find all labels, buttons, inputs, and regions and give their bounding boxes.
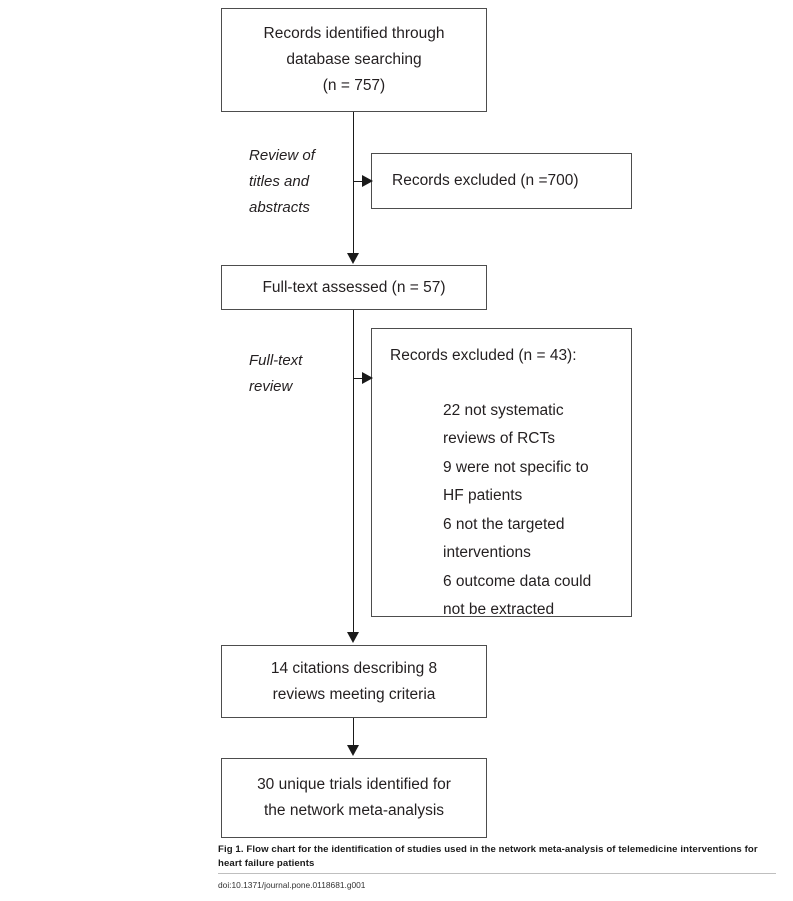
excluded-reason-line: HF patients	[443, 487, 523, 504]
excluded-reason-line: reviews of RCTs	[443, 430, 555, 447]
excluded-reason-line: 22 not systematic	[443, 401, 564, 419]
connector-identified-to-fulltext	[353, 112, 354, 255]
node-line: Records identified through	[263, 25, 445, 42]
node-records-identified: Records identified through database sear…	[221, 8, 487, 112]
stage-label-line: review	[249, 378, 293, 395]
stage-label-line: Review of	[249, 147, 315, 164]
connector-citations-to-trials	[353, 718, 354, 747]
connector-branch-fulltext-review	[353, 378, 365, 379]
node-citations-reviews: 14 citations describing 8 reviews meetin…	[221, 645, 487, 718]
arrowhead-down-icon	[347, 253, 359, 264]
figure-doi: doi:10.1371/journal.pone.0118681.g001	[218, 880, 366, 890]
arrowhead-right-icon	[362, 175, 373, 187]
node-records-excluded-fulltext: Records excluded (n = 43): 22 not system…	[371, 328, 632, 618]
arrowhead-down-icon	[347, 632, 359, 643]
excluded-reason-list: 22 not systematic reviews of RCTs 9 were…	[443, 397, 621, 625]
connector-fulltext-to-citations	[353, 310, 354, 634]
excluded-reason-line: 6 not the targeted	[443, 515, 565, 533]
figure-caption: Fig 1. Flow chart for the identification…	[218, 844, 758, 869]
excluded-reason-line: not be extracted	[443, 601, 555, 618]
stage-label-screening: Review of titles and abstracts	[249, 143, 349, 221]
node-line: Records excluded (n =700)	[392, 172, 579, 189]
node-records-excluded-screening: Records excluded (n =700)	[371, 153, 632, 209]
stage-label-line: titles and	[249, 173, 310, 190]
node-unique-trials: 30 unique trials identified for the netw…	[221, 758, 487, 838]
node-line: 30 unique trials identified for	[257, 776, 451, 793]
node-line: Full-text assessed (n = 57)	[262, 278, 446, 296]
excluded-reason-line: 9 were not specific to	[443, 458, 589, 476]
connector-branch-screening	[353, 181, 365, 182]
node-line: (n = 757)	[322, 77, 386, 94]
excluded-reason-line: 6 outcome data could	[443, 572, 592, 590]
node-line: 14 citations describing 8	[270, 659, 438, 677]
arrowhead-down-icon	[347, 745, 359, 756]
node-line: the network meta-analysis	[263, 802, 445, 819]
node-fulltext-assessed: Full-text assessed (n = 57)	[221, 265, 487, 310]
stage-label-line: abstracts	[249, 199, 310, 216]
excluded-header: Records excluded (n = 43):	[390, 347, 577, 364]
node-line: reviews meeting criteria	[272, 685, 436, 703]
arrowhead-right-icon	[362, 372, 373, 384]
stage-label-fulltext-review: Full-text review	[249, 348, 349, 400]
stage-label-line: Full-text	[249, 352, 303, 369]
excluded-reason-line: interventions	[443, 544, 531, 561]
node-line: database searching	[286, 51, 422, 68]
caption-divider	[218, 873, 776, 874]
